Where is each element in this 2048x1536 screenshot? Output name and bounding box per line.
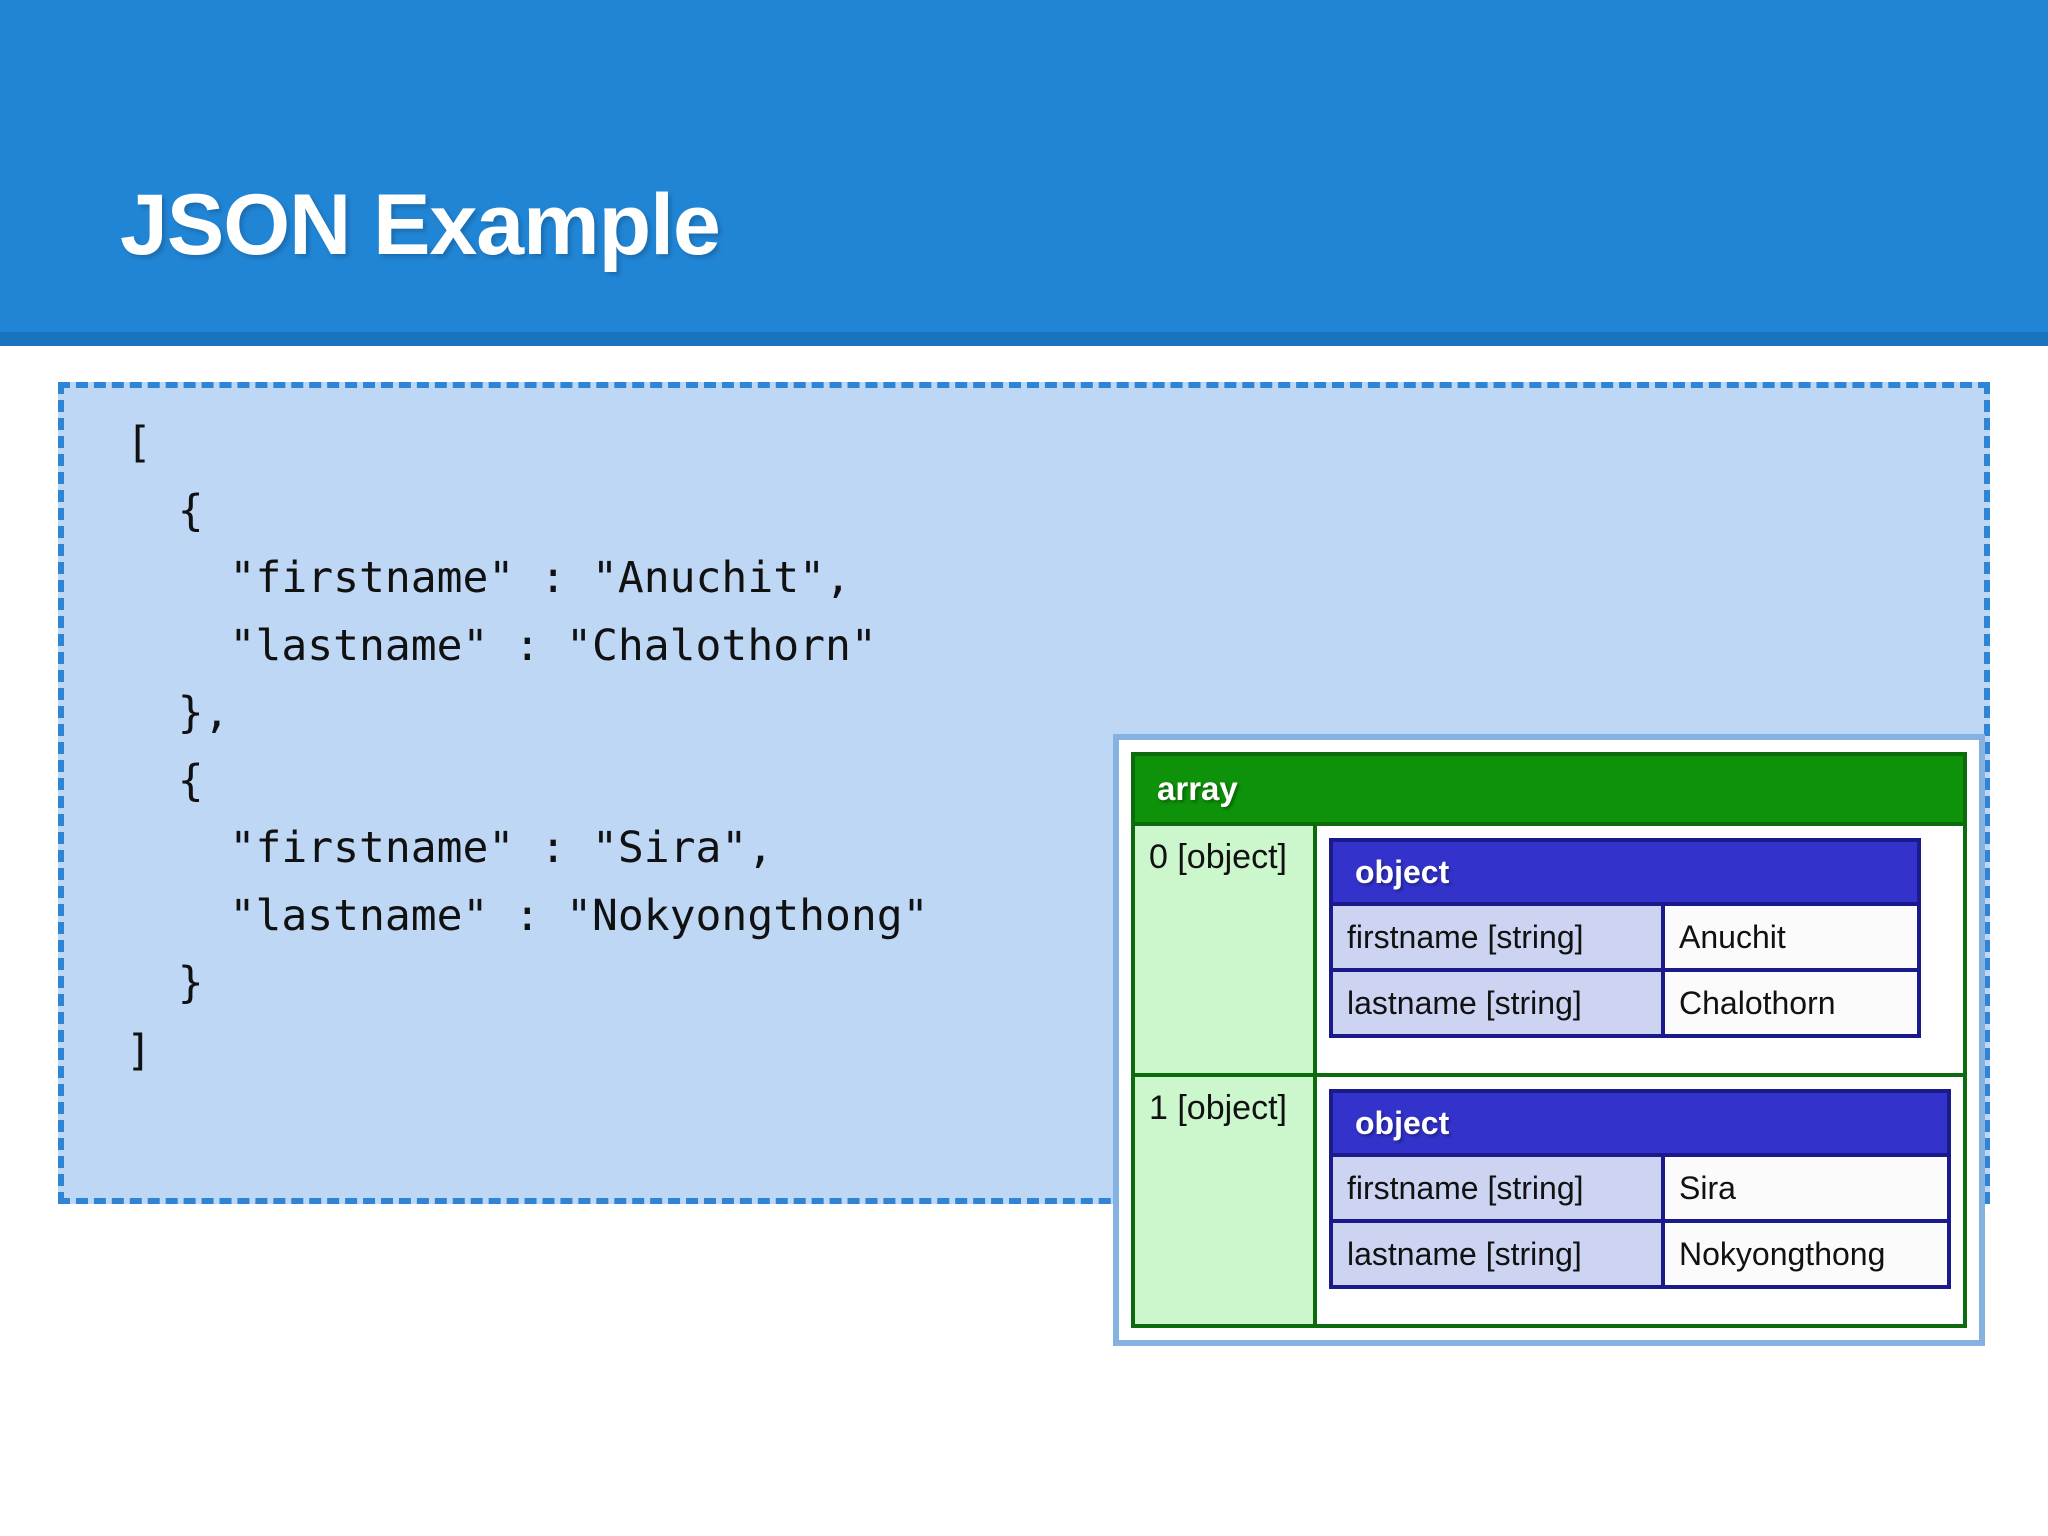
object-property-key: lastname [string] — [1333, 972, 1665, 1034]
object-property-key: lastname [string] — [1333, 1223, 1665, 1285]
object-property-row: firstname [string] Anuchit — [1333, 906, 1917, 972]
object-node-header: object — [1333, 1093, 1947, 1157]
array-rows: 0 [object] object firstname [string] Anu… — [1135, 826, 1963, 1324]
slide-header-underline — [0, 332, 2048, 346]
object-node-header: object — [1333, 842, 1917, 906]
array-node-header: array — [1135, 756, 1963, 826]
array-node: array 0 [object] object firstname [strin… — [1131, 752, 1967, 1328]
slide-header-banner — [0, 0, 2048, 332]
object-property-value: Nokyongthong — [1665, 1223, 1947, 1285]
array-item-index: 1 [object] — [1135, 1077, 1317, 1324]
object-property-key: firstname [string] — [1333, 906, 1665, 968]
array-item-row: 1 [object] object firstname [string] Sir… — [1135, 1077, 1963, 1324]
json-tree-diagram: array 0 [object] object firstname [strin… — [1113, 734, 1985, 1346]
object-property-key: firstname [string] — [1333, 1157, 1665, 1219]
object-property-row: lastname [string] Chalothorn — [1333, 972, 1917, 1034]
object-property-value: Chalothorn — [1665, 972, 1917, 1034]
object-property-row: lastname [string] Nokyongthong — [1333, 1223, 1947, 1285]
array-node-label: array — [1157, 770, 1238, 807]
array-item-row: 0 [object] object firstname [string] Anu… — [1135, 826, 1963, 1077]
object-property-value: Sira — [1665, 1157, 1947, 1219]
json-code-text: [ { "firstname" : "Anuchit", "lastname" … — [126, 418, 929, 1076]
page-title: JSON Example — [120, 177, 721, 273]
array-item-index: 0 [object] — [1135, 826, 1317, 1073]
object-node: object firstname [string] Sira lastname … — [1329, 1089, 1951, 1289]
object-node-label: object — [1355, 853, 1450, 890]
object-node: object firstname [string] Anuchit lastna… — [1329, 838, 1921, 1038]
object-node-label: object — [1355, 1104, 1450, 1141]
object-property-row: firstname [string] Sira — [1333, 1157, 1947, 1223]
array-item-value: object firstname [string] Sira lastname … — [1317, 1077, 1963, 1324]
array-item-value: object firstname [string] Anuchit lastna… — [1317, 826, 1963, 1073]
object-property-value: Anuchit — [1665, 906, 1917, 968]
